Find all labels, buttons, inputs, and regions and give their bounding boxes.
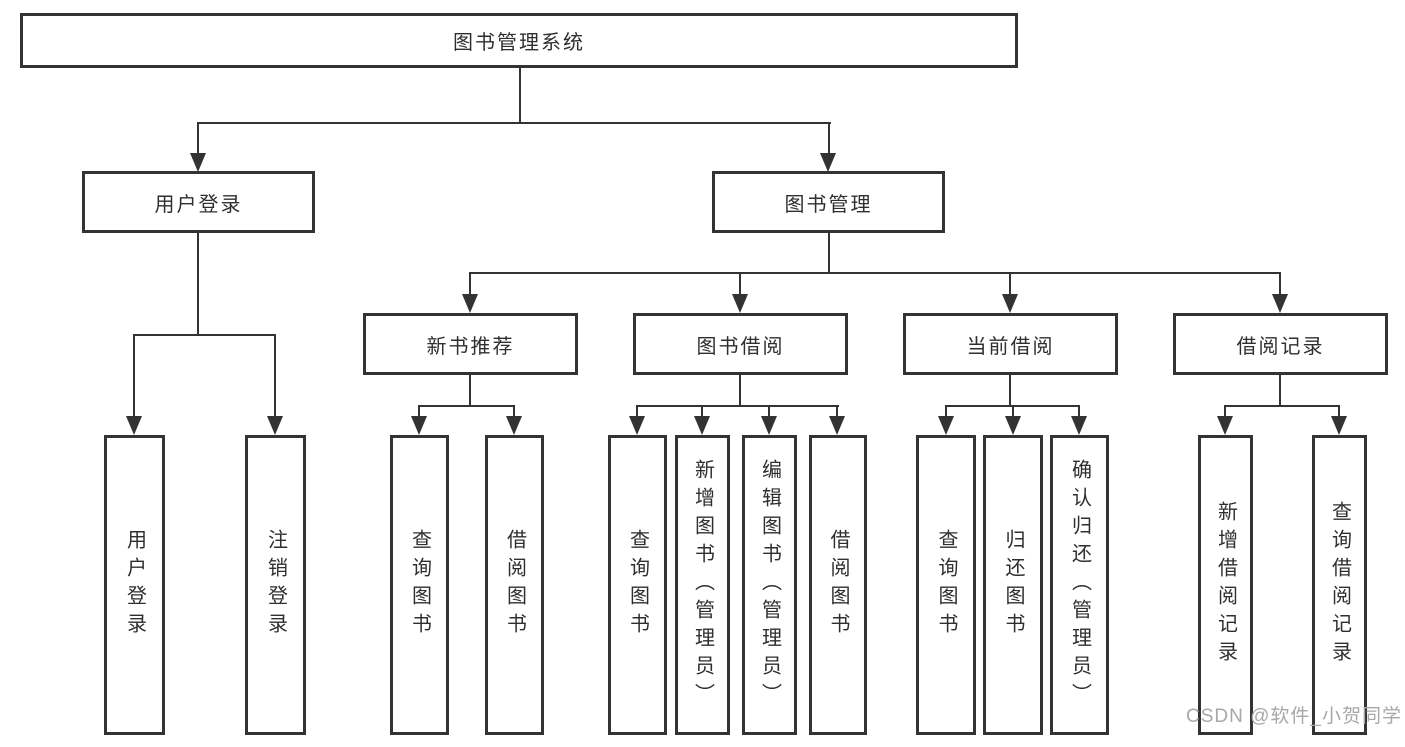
connector-line <box>274 334 276 418</box>
node-label: 用户登录 <box>123 529 146 641</box>
connector-line <box>133 334 276 336</box>
node-borrowing-records: 借阅记录 <box>1173 313 1388 375</box>
arrow-down-icon <box>126 416 142 435</box>
leaf-confirm-return-admin: 确认归还（管理员） <box>1050 435 1109 735</box>
node-label: 新增借阅记录 <box>1214 501 1237 669</box>
leaf-add-books-admin: 新增图书（管理员） <box>675 435 730 735</box>
node-label: 借阅图书 <box>503 529 526 641</box>
arrow-down-icon <box>1272 294 1288 313</box>
connector-line <box>469 375 471 406</box>
connector-line <box>133 334 135 418</box>
connector-line <box>197 233 199 335</box>
connector-line <box>945 405 947 419</box>
arrow-down-icon <box>829 416 845 435</box>
arrow-down-icon <box>938 416 954 435</box>
connector-line <box>1009 272 1011 296</box>
node-label: 用户登录 <box>154 193 243 216</box>
node-label: 注销登录 <box>264 529 287 641</box>
connector-line <box>636 405 839 407</box>
arrow-down-icon <box>1002 294 1018 313</box>
connector-line <box>739 272 741 296</box>
connector-line <box>768 405 770 419</box>
arrow-down-icon <box>506 416 522 435</box>
connector-line <box>739 375 741 406</box>
connector-line <box>836 405 838 419</box>
node-label: 新增图书（管理员） <box>691 459 714 711</box>
arrow-down-icon <box>732 294 748 313</box>
leaf-borrow-books: 借阅图书 <box>809 435 867 735</box>
connector-line <box>701 405 703 419</box>
arrow-down-icon <box>190 153 206 172</box>
arrow-down-icon <box>462 294 478 313</box>
connector-line <box>418 405 515 407</box>
node-current-borrowing: 当前借阅 <box>903 313 1118 375</box>
csdn-watermark: CSDN @软件_小贺同学 <box>1186 706 1402 727</box>
node-label: 编辑图书（管理员） <box>758 459 781 711</box>
connector-line <box>636 405 638 419</box>
node-new-book-recommend: 新书推荐 <box>363 313 578 375</box>
node-label: 图书管理系统 <box>453 32 585 54</box>
leaf-add-borrow-record: 新增借阅记录 <box>1198 435 1253 735</box>
connector-line <box>828 233 830 273</box>
leaf-query-books-current: 查询图书 <box>916 435 976 735</box>
leaf-query-books-recommend: 查询图书 <box>390 435 449 735</box>
node-book-management: 图书管理 <box>712 171 945 233</box>
node-label: 图书管理 <box>784 193 873 216</box>
node-label: 归还图书 <box>1002 529 1024 641</box>
node-user-login: 用户登录 <box>82 171 315 233</box>
arrow-down-icon <box>1071 416 1087 435</box>
node-label: 查询图书 <box>626 529 649 641</box>
node-label: 确认归还（管理员） <box>1068 459 1091 711</box>
node-label: 当前借阅 <box>966 335 1055 358</box>
arrow-down-icon <box>1005 416 1021 435</box>
connector-line <box>1009 375 1011 406</box>
node-label: 借阅记录 <box>1236 335 1325 358</box>
leaf-logout: 注销登录 <box>245 435 306 735</box>
connector-line <box>828 122 830 156</box>
leaf-return-books: 归还图书 <box>983 435 1043 735</box>
leaf-query-books-borrowing: 查询图书 <box>608 435 667 735</box>
arrow-down-icon <box>629 416 645 435</box>
arrow-down-icon <box>1331 416 1347 435</box>
leaf-user-login: 用户登录 <box>104 435 165 735</box>
arrow-down-icon <box>1217 416 1233 435</box>
node-library-system: 图书管理系统 <box>20 13 1018 68</box>
arrow-down-icon <box>694 416 710 435</box>
connector-line <box>519 68 521 123</box>
leaf-query-borrow-record: 查询借阅记录 <box>1312 435 1367 735</box>
connector-line <box>513 405 515 419</box>
node-label: 新书推荐 <box>426 335 515 358</box>
connector-line <box>197 122 199 156</box>
connector-line <box>1279 272 1281 296</box>
connector-line <box>1078 405 1080 419</box>
connector-line <box>469 272 1281 274</box>
connector-line <box>1012 405 1014 419</box>
node-label: 借阅图书 <box>827 529 849 641</box>
connector-line <box>1224 405 1226 419</box>
node-label: 查询图书 <box>935 529 957 641</box>
connector-line <box>469 272 471 296</box>
connector-line <box>1338 405 1340 419</box>
arrow-down-icon <box>820 153 836 172</box>
connector-line <box>1279 375 1281 406</box>
arrow-down-icon <box>411 416 427 435</box>
connector-line <box>418 405 420 419</box>
leaf-edit-books-admin: 编辑图书（管理员） <box>742 435 797 735</box>
arrow-down-icon <box>267 416 283 435</box>
node-label: 查询借阅记录 <box>1328 501 1351 669</box>
node-book-borrowing: 图书借阅 <box>633 313 848 375</box>
connector-line <box>1224 405 1340 407</box>
node-label: 查询图书 <box>408 529 431 641</box>
arrow-down-icon <box>761 416 777 435</box>
leaf-borrow-books-recommend: 借阅图书 <box>485 435 544 735</box>
connector-line <box>197 122 831 124</box>
node-label: 图书借阅 <box>696 335 785 358</box>
